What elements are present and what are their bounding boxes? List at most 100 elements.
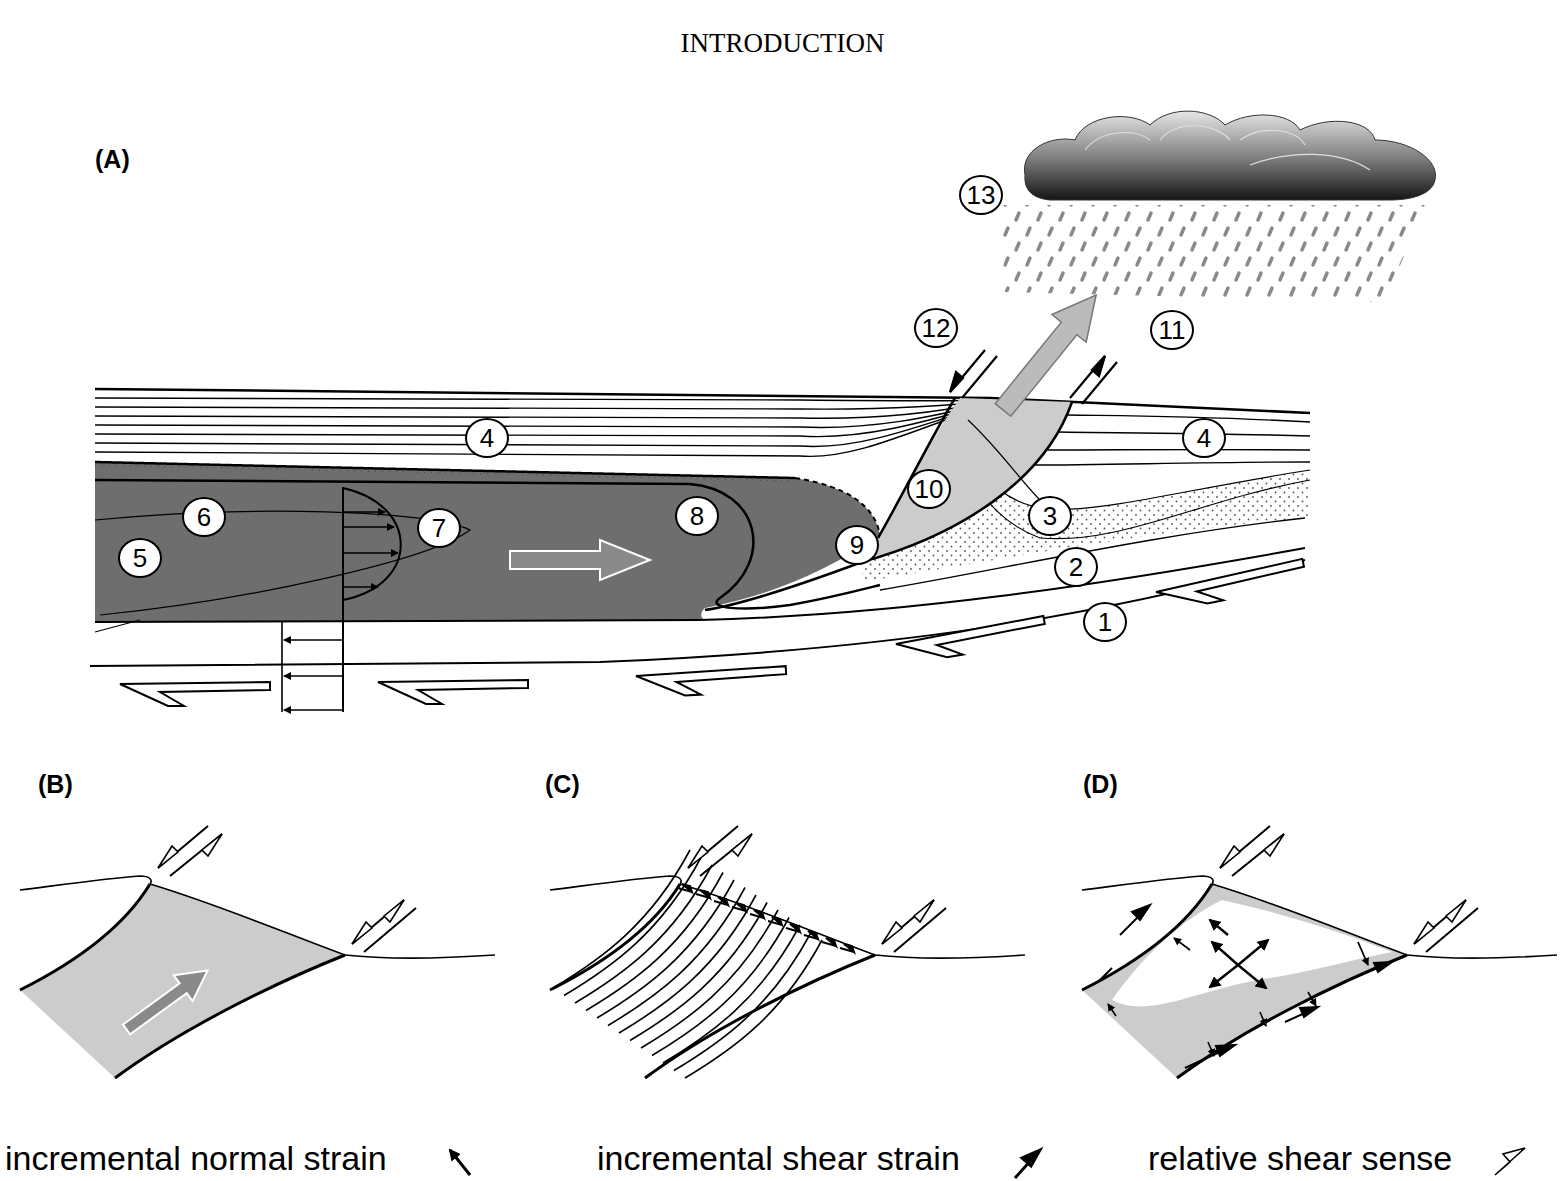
rain: [1000, 205, 1425, 302]
normal-strain-arrow: [1108, 1004, 1116, 1016]
shear-line: [962, 356, 997, 398]
normal-strain-arrow: [1238, 940, 1268, 965]
callout-number: 4: [465, 418, 509, 458]
shear-sense-arrows: [1100, 905, 1392, 1068]
callout-text: 8: [690, 503, 704, 529]
legend-normal-strain-symbol: [450, 1150, 470, 1175]
channel-flow: [95, 462, 880, 622]
exhumation-arrow-shape: [117, 958, 217, 1043]
streamline: [641, 910, 778, 1048]
panel-label: (B): [38, 772, 73, 797]
shear-tick: [678, 884, 692, 892]
stratum-line: [95, 400, 1000, 456]
panel-label: (D): [1083, 772, 1118, 797]
legend-shear-strain-symbol: [1015, 1150, 1040, 1178]
stratum-line: [95, 400, 1000, 447]
shear-tick: [768, 917, 782, 925]
legend-text: incremental normal strain: [5, 1141, 387, 1175]
normal-strain-arrow: [1358, 942, 1368, 965]
callout-text: 5: [133, 545, 147, 571]
normal-strain-arrow: [1210, 920, 1228, 935]
shear-tick: [714, 897, 728, 905]
stratum-line: [95, 400, 1000, 409]
basal-shear-arrows: [120, 559, 1307, 706]
wedge-frame: [550, 826, 1025, 1078]
exhumed-wedge: [862, 398, 1072, 562]
fault-shear-symbols: [950, 350, 1117, 404]
streamline: [608, 888, 745, 1026]
exhumation-arrow: [986, 281, 1113, 424]
wedge-fill: [1082, 884, 1407, 1078]
velocity-arrow: [343, 511, 385, 513]
normal-strain-arrow: [1210, 965, 1238, 987]
channel-boundary: [95, 480, 880, 609]
exhumation-arrow-shape: [986, 281, 1113, 424]
wedge-frame: [20, 826, 495, 1078]
callout-text: 4: [480, 425, 494, 451]
channel-roof: [95, 462, 795, 478]
shear-line: [1070, 356, 1105, 398]
normal-fault: [878, 398, 955, 538]
shear-half-arrow: [378, 680, 528, 704]
thrust-fault: [705, 402, 1072, 610]
callout-text: 4: [1197, 425, 1211, 451]
fault-base: [90, 560, 1305, 666]
shear-sense-arrow: [1360, 962, 1392, 975]
callout-number: 5: [118, 538, 162, 578]
callout-number: 12: [914, 308, 958, 348]
velocity-arrow: [343, 586, 378, 588]
streamline: [685, 940, 822, 1078]
legend-shear-sense-symbol: [1495, 1148, 1525, 1175]
callout-number: 10: [907, 469, 951, 509]
wedge-fill: [20, 884, 345, 1078]
shear-tick: [804, 931, 818, 939]
strain-arrows: [1108, 920, 1368, 1056]
profile-axis: [281, 622, 283, 712]
exhumation-arrow: [117, 958, 217, 1043]
callout-text: 9: [850, 532, 864, 558]
shear-head: [1092, 356, 1105, 376]
normal-strain-arrow: [1260, 1012, 1266, 1026]
streamline: [674, 933, 811, 1071]
flow-line: [95, 620, 140, 632]
callout-text: 10: [915, 476, 944, 502]
flow-arrow: [510, 540, 650, 580]
page-title: INTRODUCTION: [0, 30, 1565, 57]
velocity-arrow: [284, 639, 343, 641]
velocity-arrow: [343, 552, 398, 554]
callout-text: 11: [1159, 317, 1186, 343]
callout-number: 6: [182, 497, 226, 537]
shear-line: [950, 350, 985, 392]
shear-tick: [786, 924, 800, 932]
legend-text: relative shear sense: [1148, 1141, 1452, 1175]
panel-label: (C): [545, 772, 580, 797]
velocity-arrow: [284, 675, 343, 677]
callout-text: 6: [197, 504, 211, 530]
callout-number: 4: [1182, 418, 1226, 458]
streamline: [586, 873, 723, 1011]
cloud-outline: [1085, 126, 1370, 170]
streamline: [630, 903, 767, 1041]
normal-strain-arrow: [1208, 1042, 1214, 1056]
rain-cloud: [1024, 111, 1435, 200]
stratum-line: [95, 400, 1000, 427]
callout-number: 2: [1054, 547, 1098, 587]
streamline: [575, 865, 712, 1003]
streamline: [652, 918, 789, 1056]
callout-text: 1: [1098, 609, 1112, 635]
channel-roof-ticks: [95, 465, 795, 481]
streamline: [553, 850, 690, 988]
shear-ticks: [678, 884, 854, 952]
unstrained-core: [1112, 900, 1392, 1006]
shear-tick: [732, 903, 746, 911]
normal-strain-arrow: [1308, 992, 1316, 1006]
shear-half-arrow: [636, 666, 787, 698]
velocity-profile: [343, 488, 401, 600]
callout-number: 1: [1083, 602, 1127, 642]
shear-tick: [696, 890, 710, 898]
unit-boundary: [968, 420, 1040, 500]
normal-strain-arrow: [1212, 942, 1238, 965]
callout-number: 7: [417, 508, 461, 548]
